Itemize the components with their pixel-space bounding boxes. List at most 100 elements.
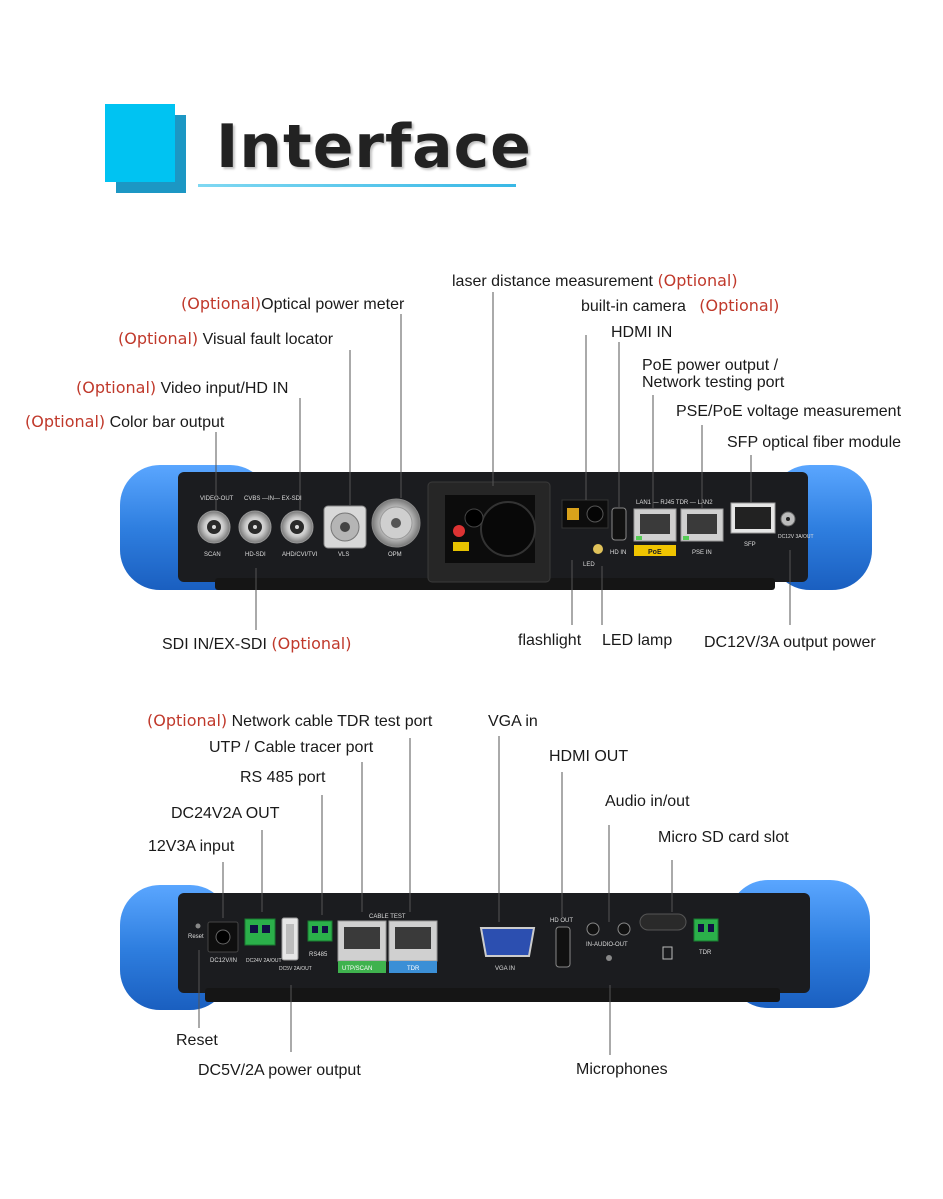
- panel-text-sfp: SFP: [744, 542, 756, 548]
- panel-text-dc24: DC24V 2A/OUT: [246, 958, 282, 964]
- panel-text-cvbs: CVBS —IN— EX-SDI: [244, 496, 302, 502]
- usb-port-tongue: [286, 924, 294, 954]
- dc24-terminal-screw-2: [262, 925, 270, 933]
- tdr-terminal-screw-1: [698, 924, 704, 932]
- rj45-lan2-led: [636, 536, 642, 540]
- panel-text-hd-out: HD OUT: [550, 918, 573, 924]
- label-video-in: (Optional) Video input/HD IN: [76, 378, 289, 397]
- panel-text-vls: VLS: [338, 552, 349, 558]
- rj45-utp-socket: [344, 927, 380, 949]
- panel-text-reset: Reset: [188, 934, 204, 940]
- microphone: [606, 955, 612, 961]
- top-leader-lines: [215, 292, 791, 630]
- tdr-badge: [389, 961, 437, 973]
- panel-text-vga: VGA IN: [495, 966, 515, 972]
- panel-text-rs485: RS485: [309, 952, 328, 958]
- dc24-terminal-screw-1: [250, 925, 258, 933]
- panel-text-hdin: HD IN: [610, 550, 626, 556]
- audio-out-jack: [617, 922, 631, 936]
- tdr-terminal: [693, 918, 719, 942]
- bottom-device: Reset DC12V/IN DC24V 2A/OUT DC5V 2A/OUT …: [120, 880, 870, 1010]
- laser-aperture: [464, 508, 484, 528]
- label-camera: built-in camera (Optional): [581, 296, 780, 315]
- laser-warning-sign: [453, 525, 465, 537]
- title-underline: [198, 184, 516, 187]
- bnc-ahd: [280, 510, 314, 544]
- rs485-terminal: [307, 920, 333, 942]
- rj45-lan2-socket: [640, 514, 670, 534]
- label-12v-input: 12V3A input: [148, 838, 235, 855]
- dc12-jack-hole: [215, 929, 231, 945]
- sfp-module-slot: [735, 507, 771, 529]
- vga-port: [479, 927, 536, 957]
- top-device-bottom-lip: [215, 578, 775, 590]
- label-laser: laser distance measurement (Optional): [452, 271, 738, 290]
- panel-text-opm: OPM: [388, 552, 402, 558]
- label-dc24: DC24V2A OUT: [171, 805, 280, 822]
- panel-text-lan-header: LAN1 — RJ45 TDR — LAN2: [636, 500, 713, 506]
- poe-badge: [634, 545, 676, 556]
- sd-slot: [639, 913, 687, 931]
- label-vfl: (Optional) Visual fault locator: [118, 329, 334, 348]
- label-vga: VGA in: [488, 713, 538, 730]
- top-device: VIDEO-OUT SCAN CVBS —IN— EX-SDI HD-SDI A…: [120, 465, 872, 590]
- label-color-bar: (Optional) Color bar output: [25, 412, 225, 431]
- bnc-video-out: [197, 510, 231, 544]
- opm-connector: [371, 498, 421, 548]
- rs485-terminal-screw-2: [322, 926, 328, 933]
- panel-text-scan: SCAN: [204, 552, 221, 558]
- tdr-terminal-screw-2: [708, 924, 714, 932]
- panel-text-poe: PoE: [648, 549, 662, 556]
- rs485-terminal-screw-1: [312, 926, 318, 933]
- label-reset: Reset: [176, 1032, 218, 1049]
- label-hdmi-out: HDMI OUT: [549, 748, 629, 765]
- label-tdr-port: (Optional) Network cable TDR test port: [147, 711, 433, 730]
- bnc-hd-sdi: [238, 510, 272, 544]
- label-mic: Microphones: [576, 1061, 668, 1078]
- panel-text-led: LED: [583, 562, 595, 568]
- label-opm: (Optional)Optical power meter: [181, 294, 405, 313]
- hdmi-out-port: [555, 926, 571, 968]
- label-hdmi-in: HDMI IN: [611, 324, 673, 341]
- camera-lens: [586, 505, 604, 523]
- label-audio: Audio in/out: [605, 793, 690, 810]
- header-accent-square: [105, 104, 175, 182]
- panel-text-utp: UTP/SCAN: [342, 966, 372, 972]
- label-utp: UTP / Cable tracer port: [209, 739, 374, 756]
- panel-text-tdr: TDR: [407, 966, 420, 972]
- label-rs485: RS 485 port: [240, 769, 326, 786]
- panel-text-tdr-2: TDR: [699, 950, 712, 956]
- panel-text-ahd: AHD/CVI/TVI: [282, 552, 318, 558]
- rj45-lan1-led: [683, 536, 689, 540]
- label-sd: Micro SD card slot: [658, 829, 789, 846]
- label-dc-out: DC12V/3A output power: [704, 634, 876, 651]
- label-led: LED lamp: [602, 632, 673, 649]
- panel-text-hdsdi: HD-SDI: [245, 552, 266, 558]
- panel-text-audio: IN-AUDIO-OUT: [586, 942, 628, 948]
- laser-lens: [480, 501, 536, 557]
- label-sdi: SDI IN/EX-SDI (Optional): [162, 634, 352, 653]
- bottom-device-lip: [205, 988, 780, 1002]
- label-flashlight: flashlight: [518, 632, 582, 649]
- audio-in-jack: [586, 922, 600, 936]
- page-title: Interface: [216, 112, 532, 182]
- flashlight-window: [567, 508, 579, 520]
- label-poe: PoE power output /Network testing port: [642, 357, 785, 391]
- led-lamp: [593, 544, 603, 554]
- utp-badge: [338, 961, 386, 973]
- label-dc5: DC5V/2A power output: [198, 1062, 361, 1079]
- panel-text-video-out: VIDEO-OUT: [200, 496, 234, 502]
- panel-text-cable-test: CABLE TEST: [369, 914, 406, 920]
- reset-hole: [195, 923, 201, 929]
- label-pse: PSE/PoE voltage measurement: [676, 403, 902, 420]
- sd-card-symbol: [662, 946, 673, 960]
- bottom-leader-lines: [198, 736, 673, 1055]
- panel-text-dc5: DC5V 2A/OUT: [279, 966, 312, 972]
- panel-text-pse-in: PSE IN: [692, 550, 712, 556]
- hdmi-in-port: [611, 507, 627, 541]
- rj45-lan1-socket: [687, 514, 717, 534]
- panel-text-dc: DC12V 3A/OUT: [778, 534, 814, 540]
- panel-text-dc12: DC12V/IN: [210, 958, 237, 964]
- laser-warning-label: [453, 542, 469, 551]
